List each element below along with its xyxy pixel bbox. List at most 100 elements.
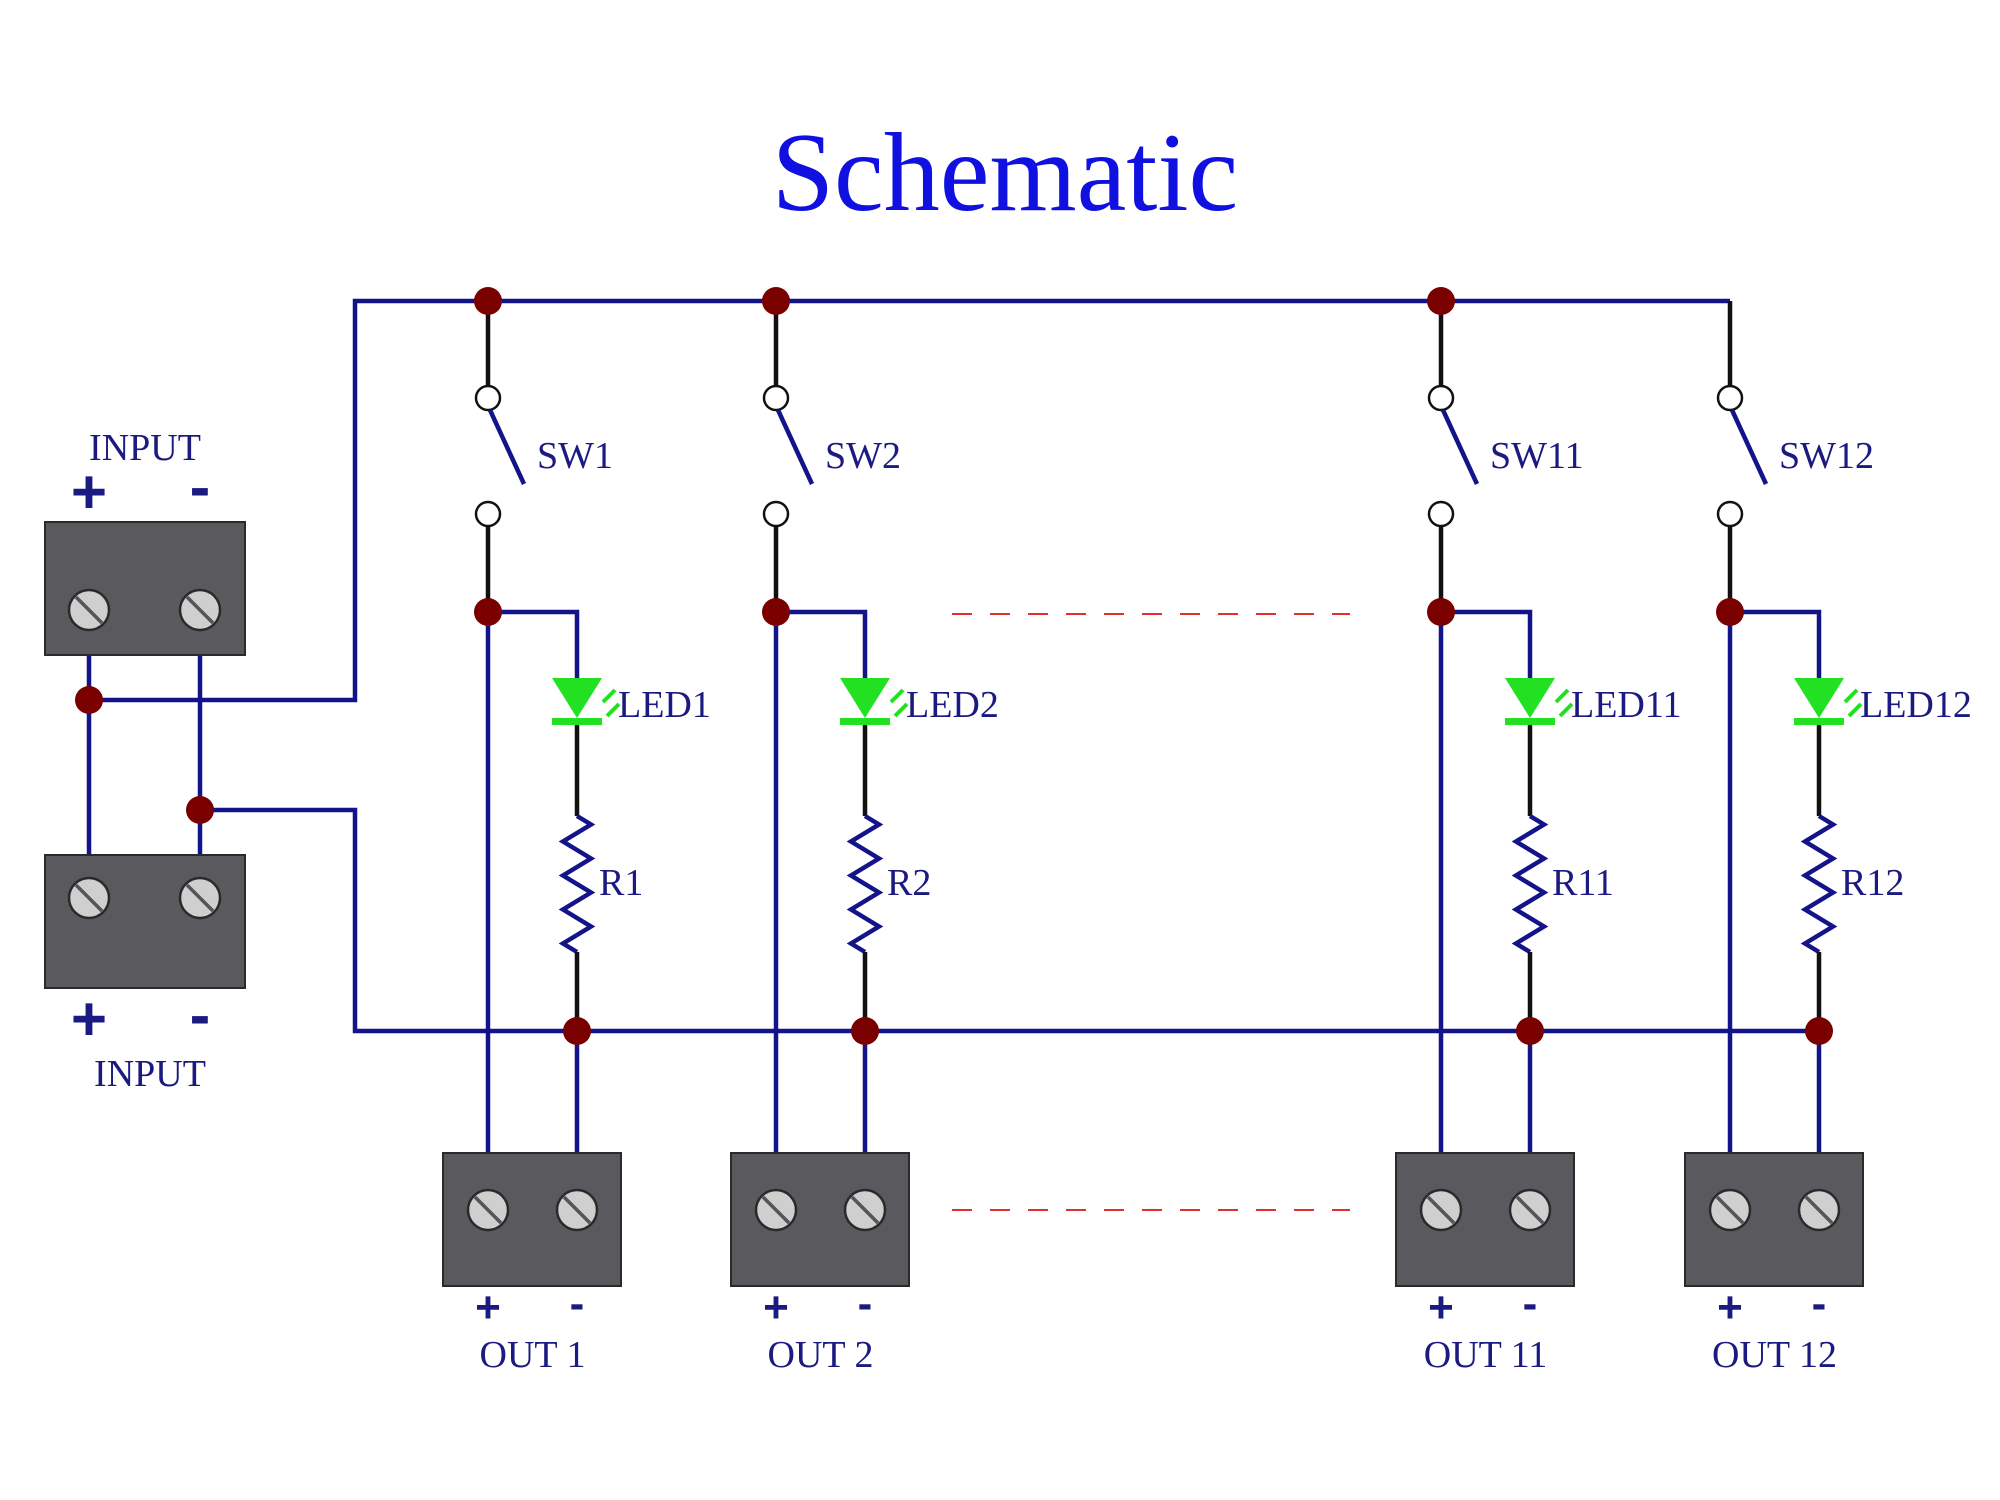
led-emission-arrow [1554, 688, 1570, 704]
output-label: OUT 11 [1424, 1334, 1548, 1376]
output-label: OUT 2 [768, 1334, 874, 1376]
led-branch-wire [488, 609, 580, 680]
led-cathode-bar [552, 718, 602, 725]
switch-label: SW2 [825, 435, 901, 477]
led-icon [1505, 678, 1555, 718]
input-terminal-bottom [44, 854, 246, 989]
switch-contact [1427, 384, 1455, 412]
junction-node [851, 1017, 879, 1045]
led-cathode-bar [1505, 718, 1555, 725]
negative-bus-wire [200, 807, 1816, 1034]
resistor-label: R12 [1841, 862, 1904, 904]
led-emission-arrow [601, 688, 617, 704]
led-label: LED1 [618, 684, 711, 726]
resistor-icon [846, 814, 884, 954]
output-minus-sign: - [1812, 1279, 1827, 1328]
switch-blade [487, 409, 527, 485]
screw-slot [1715, 1195, 1745, 1225]
junction-node [762, 287, 790, 315]
screw-slot [850, 1195, 880, 1225]
output-minus-sign: - [858, 1279, 873, 1328]
switch-contact [1716, 500, 1744, 528]
positive-bus-wire [89, 298, 1730, 703]
junction-node [1427, 287, 1455, 315]
switch-contact [1427, 500, 1455, 528]
led-icon [840, 678, 890, 718]
output-label: OUT 1 [480, 1334, 586, 1376]
output-plus-sign: + [1717, 1283, 1743, 1332]
led-emission-arrow [893, 702, 909, 718]
led-label: LED2 [906, 684, 999, 726]
input-top-label: INPUT [89, 427, 201, 469]
switch-blade [1440, 409, 1480, 485]
output-minus-sign: - [570, 1279, 585, 1328]
junction-node [474, 287, 502, 315]
led-cathode-bar [1794, 718, 1844, 725]
junction-node [1805, 1017, 1833, 1045]
output-plus-sign: + [475, 1283, 501, 1332]
junction-node [563, 1017, 591, 1045]
switch-contact [762, 384, 790, 412]
led-label: LED12 [1860, 684, 1972, 726]
switch-blade [775, 409, 815, 485]
input-bottom-minus-sign: - [190, 981, 211, 1050]
power-bus [86, 298, 1816, 1034]
screw-slot [1515, 1195, 1545, 1225]
switch-blade [1729, 409, 1769, 485]
input-bottom-label: INPUT [94, 1053, 206, 1095]
resistor-icon [1511, 814, 1549, 954]
resistor-label: R1 [599, 862, 643, 904]
input-top-plus-sign: + [71, 458, 107, 527]
led-branch-wire [1730, 609, 1822, 680]
switch-contact [474, 384, 502, 412]
screw-slot [761, 1195, 791, 1225]
junction-node [474, 598, 502, 626]
input-terminal-top [44, 521, 246, 656]
led-emission-arrow [1558, 702, 1574, 718]
junction-node [1516, 1017, 1544, 1045]
resistor-label: R2 [887, 862, 931, 904]
screw-slot [1426, 1195, 1456, 1225]
led-cathode-bar [840, 718, 890, 725]
led-icon [1794, 678, 1844, 718]
input-top-minus-sign: - [190, 453, 211, 522]
resistor-icon [558, 814, 596, 954]
led-label: LED11 [1571, 684, 1681, 726]
output-plus-sign: + [763, 1283, 789, 1332]
output-plus-sign: + [1428, 1283, 1454, 1332]
screw-slot [1804, 1195, 1834, 1225]
terminal-block [44, 521, 246, 656]
switch-contact [474, 500, 502, 528]
led-emission-arrow [889, 688, 905, 704]
switch-label: SW12 [1779, 435, 1874, 477]
screw-slot [562, 1195, 592, 1225]
junction-node [1427, 598, 1455, 626]
junction-node [1716, 598, 1744, 626]
page-title: Schematic [772, 111, 1238, 235]
led-emission-arrow [1847, 702, 1863, 718]
junction-node [186, 796, 214, 824]
led-icon [552, 678, 602, 718]
junction-node [75, 686, 103, 714]
output-label: OUT 12 [1712, 1334, 1837, 1376]
led-branch-wire [776, 609, 868, 680]
resistor-icon [1800, 814, 1838, 954]
resistor-label: R11 [1552, 862, 1614, 904]
led-emission-arrow [605, 702, 621, 718]
screw-slot [473, 1195, 503, 1225]
switch-label: SW11 [1490, 435, 1584, 477]
input-bottom-plus-sign: + [71, 985, 107, 1054]
switch-contact [762, 500, 790, 528]
switch-label: SW1 [537, 435, 613, 477]
terminal-block [44, 854, 246, 989]
output-minus-sign: - [1523, 1279, 1538, 1328]
junction-node [762, 598, 790, 626]
led-emission-arrow [1843, 688, 1859, 704]
switch-contact [1716, 384, 1744, 412]
